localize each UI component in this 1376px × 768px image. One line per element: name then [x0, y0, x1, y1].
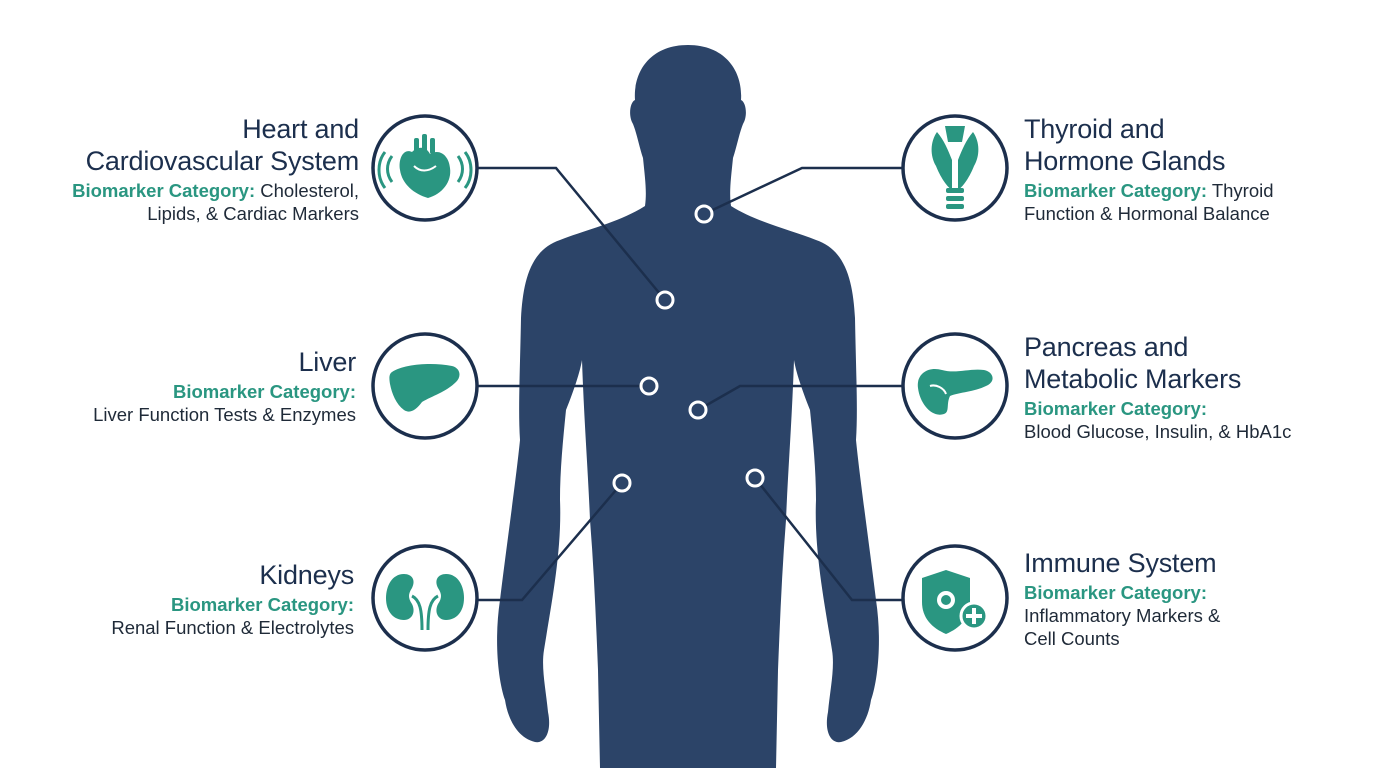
- thyroid-label: Thyroid and Hormone Glands Biomarker Cat…: [1024, 113, 1274, 225]
- liver-biomarker: Biomarker Category: Liver Function Tests…: [93, 380, 356, 426]
- heart-title-line2: Cardiovascular System: [85, 146, 360, 176]
- thyroid-biomarker: Biomarker Category: Thyroid Function & H…: [1024, 179, 1274, 225]
- immune-label: Immune System Biomarker Category: Inflam…: [1024, 547, 1220, 650]
- kidneys-label: Kidneys Biomarker Category: Renal Functi…: [111, 559, 354, 639]
- thyroid-title-line1: Thyroid and: [1024, 114, 1165, 144]
- heart-label: Heart and Cardiovascular System Biomarke…: [72, 113, 359, 225]
- thyroid-title-line2: Hormone Glands: [1024, 146, 1226, 176]
- liver-icon: [389, 364, 460, 412]
- immune-shield-icon: [922, 570, 989, 634]
- heart-dot: [655, 290, 675, 310]
- pancreas-category-key: Biomarker Category:: [1024, 398, 1208, 419]
- liver-title: Liver: [298, 347, 356, 377]
- heart-category-text1: Cholesterol,: [255, 180, 359, 201]
- pancreas-title-line2: Metabolic Markers: [1024, 364, 1242, 394]
- pancreas-biomarker: Biomarker Category: Blood Glucose, Insul…: [1024, 397, 1291, 443]
- human-body-silhouette: [497, 45, 879, 768]
- connector-dots: [612, 204, 765, 493]
- liver-label: Liver Biomarker Category: Liver Function…: [93, 346, 356, 426]
- heart-title-line1: Heart and: [242, 114, 359, 144]
- heart-biomarker: Biomarker Category: Cholesterol, Lipids,…: [72, 179, 359, 225]
- liver-category-key: Biomarker Category:: [172, 381, 356, 402]
- pancreas-dot: [688, 400, 708, 420]
- pancreas-connector: [697, 384, 903, 412]
- heart-connector: [477, 166, 666, 301]
- liver-dot: [639, 376, 659, 396]
- pancreas-title-line1: Pancreas and: [1024, 332, 1189, 362]
- thyroid-connector: [703, 166, 903, 216]
- immune-connector: [754, 477, 903, 602]
- immune-dot: [745, 468, 765, 488]
- immune-title: Immune System: [1024, 548, 1217, 578]
- thyroid-icon: [931, 126, 979, 209]
- heart-category-text2: Lipids, & Cardiac Markers: [147, 203, 359, 224]
- pancreas-icon: [917, 368, 993, 415]
- kidneys-category-text: Renal Function & Electrolytes: [111, 617, 354, 638]
- liver-category-text: Liver Function Tests & Enzymes: [93, 404, 356, 425]
- kidneys-category-key: Biomarker Category:: [170, 594, 354, 615]
- heart-category-key: Biomarker Category:: [72, 180, 256, 201]
- pancreas-label: Pancreas and Metabolic Markers Biomarker…: [1024, 331, 1291, 443]
- thyroid-category-text1: Thyroid: [1207, 180, 1274, 201]
- kidneys-connector: [477, 482, 623, 602]
- immune-category-text2: Cell Counts: [1024, 628, 1120, 649]
- thyroid-dot: [694, 204, 714, 224]
- immune-category-text1: Inflammatory Markers &: [1024, 605, 1221, 626]
- pancreas-category-text: Blood Glucose, Insulin, & HbA1c: [1024, 421, 1292, 442]
- connector-lines: [477, 166, 903, 602]
- immune-category-key: Biomarker Category:: [1024, 582, 1208, 603]
- thyroid-category-text2: Function & Hormonal Balance: [1024, 203, 1270, 224]
- kidneys-icon: [386, 574, 464, 631]
- immune-biomarker: Biomarker Category: Inflammatory Markers…: [1024, 581, 1220, 650]
- heart-icon: [377, 134, 473, 198]
- kidneys-dot: [612, 473, 632, 493]
- kidneys-title: Kidneys: [259, 560, 354, 590]
- thyroid-category-key: Biomarker Category:: [1024, 180, 1208, 201]
- kidneys-biomarker: Biomarker Category: Renal Function & Ele…: [111, 593, 354, 639]
